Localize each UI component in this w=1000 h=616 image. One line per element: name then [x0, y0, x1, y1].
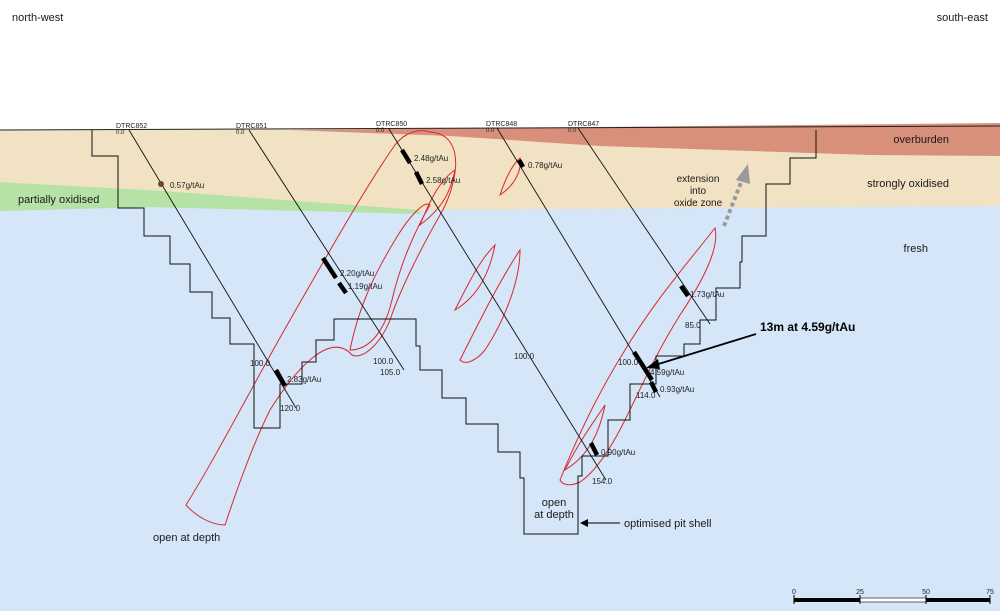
- intercept-bar: [337, 281, 348, 295]
- zone-label-overburden: overburden: [893, 134, 949, 146]
- hole-label-dtrc847: DTRC847: [568, 121, 599, 128]
- zone-label-strongly-oxidised: strongly oxidised: [867, 178, 949, 190]
- grade-label: 2.83g/tAu: [287, 375, 321, 384]
- ground-surface: [0, 125, 1000, 131]
- pit-shell-outline: [91, 130, 817, 535]
- extension-text: into: [690, 186, 707, 197]
- intercept-bar: [679, 284, 690, 298]
- highlight-intercept-label: 13m at 4.59g/tAu: [760, 320, 855, 334]
- open-at-depth-right: open: [542, 497, 566, 509]
- highlight-arrow-head: [646, 359, 660, 369]
- depth-label: 100.0: [514, 352, 535, 361]
- collar-depth: 0.0: [116, 130, 125, 136]
- hole-label-dtrc851: DTRC851: [236, 123, 267, 130]
- partially-oxidised-zone: [0, 182, 420, 214]
- depth-label: 100.0: [618, 358, 639, 367]
- scale-bar: 0 25 50 75: [792, 589, 994, 604]
- zone-label-partially-oxidised: partially oxidised: [18, 194, 99, 206]
- scale-tick-label: 50: [922, 589, 930, 596]
- intercept-point: [158, 181, 164, 187]
- drill-trace-dtrc850: [388, 128, 607, 481]
- drill-trace-dtrc848: [496, 127, 661, 398]
- extension-arrow-head: [736, 164, 750, 184]
- open-at-depth-left: open at depth: [153, 532, 220, 544]
- grade-label: 0.93g/tAu: [660, 385, 694, 394]
- intercept-segments: [274, 148, 690, 457]
- grade-label: 4.59g/tAu: [650, 368, 684, 377]
- depth-label: 100.0: [373, 357, 394, 366]
- pit-shell-label: optimised pit shell: [624, 518, 711, 530]
- depth-label: 120.0: [280, 404, 301, 413]
- hole-label-dtrc850: DTRC850: [376, 121, 407, 128]
- intercept-bar: [588, 441, 600, 457]
- extension-text: oxide zone: [674, 198, 723, 209]
- intercept-bar: [648, 380, 659, 394]
- drill-trace-dtrc847: [577, 127, 711, 325]
- drill-trace-dtrc851: [248, 129, 405, 371]
- intercept-bar: [400, 148, 412, 165]
- grade-label: 1.73g/tAu: [690, 290, 724, 299]
- collar-depth: 0.0: [236, 130, 245, 136]
- open-at-depth-right: at depth: [534, 509, 574, 521]
- ore-zone-outlines: [185, 130, 717, 526]
- hole-label-dtrc852: DTRC852: [116, 123, 147, 130]
- extension-arrow-line: [722, 179, 744, 227]
- drill-trace-dtrc852: [128, 129, 297, 409]
- overburden-zone: [290, 123, 1000, 156]
- depth-label: 100.0: [250, 359, 271, 368]
- scale-tick-label: 25: [856, 589, 864, 596]
- intercept-bar: [413, 170, 425, 186]
- grade-label: 0.57g/tAu: [170, 181, 204, 190]
- grade-label: 0.90g/tAu: [601, 448, 635, 457]
- collar-depth: 0.0: [486, 128, 495, 134]
- intercept-bar: [321, 256, 338, 280]
- grade-label: 2.58g/tAu: [426, 176, 460, 185]
- grade-label: 1.19g/tAu: [348, 282, 382, 291]
- grade-label: 2.48g/tAu: [414, 154, 448, 163]
- fresh-rock-zone: [0, 190, 1000, 611]
- hole-label-dtrc848: DTRC848: [486, 121, 517, 128]
- intercept-bar: [274, 368, 287, 388]
- scale-tick-label: 75: [986, 589, 994, 596]
- grade-label: 2.20g/tAu: [340, 269, 374, 278]
- pit-shell-arrow-head: [580, 519, 588, 527]
- depth-label: 105.0: [380, 368, 401, 377]
- depth-label: 154.0: [592, 477, 613, 486]
- zone-label-fresh: fresh: [904, 243, 928, 255]
- collar-depth: 0.0: [568, 128, 577, 134]
- grade-label: 0.78g/tAu: [528, 161, 562, 170]
- direction-north-west: north-west: [12, 12, 63, 24]
- scale-tick-label: 0: [792, 589, 796, 596]
- intercept-bar: [632, 350, 654, 382]
- highlight-arrow-line: [651, 333, 757, 367]
- depth-label: 114.0: [636, 391, 656, 400]
- intercept-bar: [517, 158, 525, 169]
- drill-traces: [128, 127, 711, 481]
- collar-depth: 0.0: [376, 128, 385, 134]
- extension-text: extension: [677, 174, 720, 185]
- direction-south-east: south-east: [937, 12, 988, 24]
- depth-label: 85.0: [685, 321, 701, 330]
